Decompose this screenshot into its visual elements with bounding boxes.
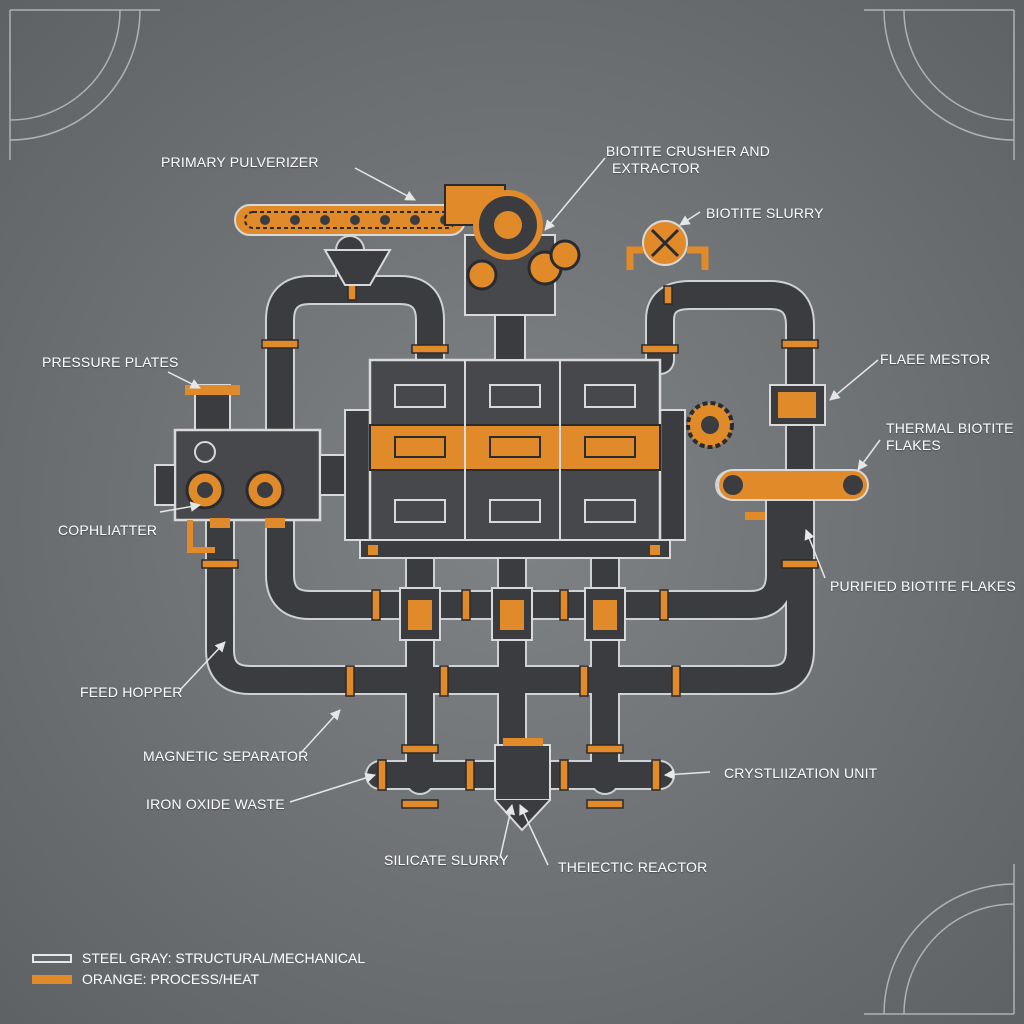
leader-lines [159,157,881,866]
label-magnetic-separator: MAGNETIC SEPARATOR [143,748,309,764]
legend-steel-swatch [32,953,72,963]
corner-decor-top-left [9,9,160,160]
legend-steel: STEEL GRAY: STRUCTURAL/MECHANICAL [32,950,365,966]
label-crusher-line2: EXTRACTOR [612,160,700,176]
legend-steel-label: STEEL GRAY: STRUCTURAL/MECHANICAL [82,950,366,966]
label-biotite-slurry: BIOTITE SLURRY [706,205,824,221]
label-primary-pulverizer: PRIMARY PULVERIZER [161,154,319,170]
inline-valves [399,587,626,641]
legend-orange-swatch [32,974,72,984]
bottom-reactor [494,738,551,832]
corner-decor-top-right [864,9,1015,160]
label-flake-mestor: FLAEE MESTOR [880,351,991,367]
corner-decor-bottom-right [864,864,1015,1015]
label-iron-oxide-waste: IRON OXIDE WASTE [146,796,285,812]
flake-mestor-box [769,384,826,426]
label-thermal-line2: FLAKES [886,437,941,453]
left-machine [154,384,346,553]
label-silicate-slurry: SILICATE SLURRY [384,852,509,868]
label-feed-hopper: FEED HOPPER [80,684,183,700]
legend-orange: ORANGE: PROCESS/HEAT [32,971,259,987]
label-pressure-plates: PRESSURE PLATES [42,354,179,370]
label-thermal-reactor: THEIECTIC REACTOR [558,859,708,875]
thermal-conveyor [717,469,869,520]
legend-orange-label: ORANGE: PROCESS/HEAT [82,971,260,987]
label-thermal-line1: THERMAL BIOTITE [886,420,1014,436]
slurry-gauge [626,220,709,270]
label-purified-flakes: PURIFIED BIOTITE FLAKES [830,578,1016,594]
crusher-assembly [444,184,581,361]
label-cophlatter: COPHLIATTER [58,522,158,538]
top-conveyor [234,204,466,286]
central-vessel [344,358,686,559]
side-gear [686,401,734,449]
label-crusher-line1: BIOTITE CRUSHER AND [606,143,771,159]
label-crystallization-unit: CRYSTLIIZATION UNIT [724,765,878,781]
